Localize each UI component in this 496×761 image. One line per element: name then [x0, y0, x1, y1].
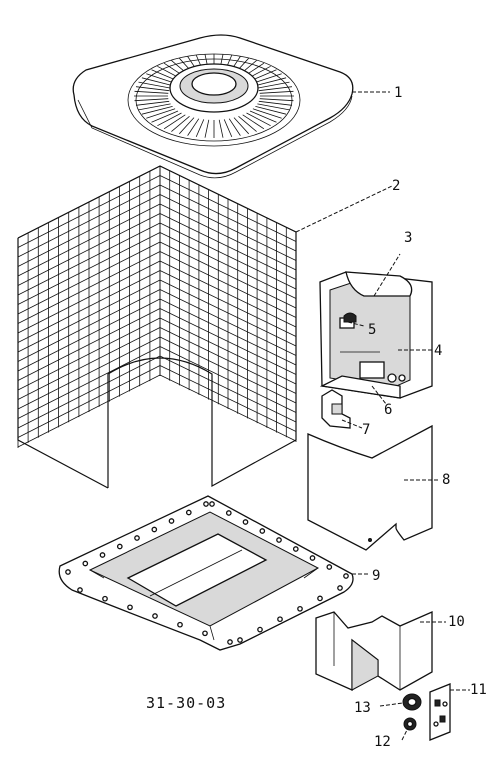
wire — [238, 115, 257, 132]
wire — [134, 90, 169, 94]
wire — [151, 110, 179, 123]
hole — [326, 564, 333, 570]
wire — [138, 103, 171, 111]
wire — [242, 114, 265, 130]
hole — [297, 605, 303, 612]
part-coil-guard — [17, 165, 297, 489]
callout-labels: 1 2 3 4 5 6 7 8 9 10 11 12 13 — [354, 85, 487, 750]
part-terminal-plate — [429, 683, 451, 741]
callout-7: 7 — [362, 422, 370, 438]
wire — [258, 86, 293, 92]
hole — [203, 501, 209, 507]
callout-9: 9 — [372, 568, 380, 584]
wire — [249, 110, 277, 123]
hole — [116, 543, 123, 550]
wire — [257, 81, 290, 89]
hole — [343, 573, 349, 579]
part-control-box — [319, 271, 433, 399]
hole — [99, 552, 106, 558]
hole — [259, 528, 266, 534]
part-top-cover — [72, 34, 354, 179]
callout-12: 12 — [374, 734, 391, 750]
hole — [277, 616, 283, 623]
callout-4: 4 — [434, 343, 442, 359]
wire — [228, 118, 241, 136]
hole — [82, 560, 89, 567]
callout-13: 13 — [354, 700, 371, 716]
wire — [187, 118, 200, 136]
wire — [259, 90, 294, 94]
callout-2: 2 — [392, 178, 400, 194]
hole — [317, 595, 323, 602]
hole — [202, 630, 208, 637]
hole — [185, 509, 192, 516]
wire — [218, 119, 224, 138]
callout-10: 10 — [448, 614, 465, 630]
wire — [257, 103, 290, 111]
hole — [309, 555, 316, 561]
wire — [258, 100, 293, 106]
part-grommet-13 — [402, 693, 422, 711]
hole — [77, 587, 83, 593]
part-corner-panel — [315, 611, 433, 692]
wire — [179, 117, 195, 135]
hole — [276, 537, 282, 543]
part-access-panel — [307, 424, 433, 551]
grille-horizontal-wires — [17, 165, 297, 448]
wire — [252, 73, 282, 84]
hole — [237, 637, 243, 643]
callout-11: 11 — [470, 682, 487, 698]
wire — [157, 112, 182, 127]
grille-vertical-wires — [17, 166, 297, 448]
part-bracket — [321, 389, 351, 429]
hole — [177, 621, 183, 628]
hole — [102, 595, 108, 602]
wire — [195, 119, 205, 138]
wire — [255, 77, 287, 86]
hole — [168, 518, 175, 524]
callout-leaders — [295, 91, 470, 741]
hole — [225, 510, 232, 516]
part-grommet-12 — [403, 717, 417, 731]
wire — [146, 108, 176, 119]
callout-1: 1 — [394, 85, 402, 101]
hole — [65, 569, 71, 575]
wire — [259, 98, 294, 102]
hole — [337, 585, 343, 591]
part-base-pan — [58, 495, 354, 651]
wire — [255, 106, 287, 115]
wire — [135, 86, 170, 92]
wire — [171, 115, 190, 132]
callout-3: 3 — [404, 230, 412, 246]
hole — [242, 519, 249, 525]
hole — [151, 526, 158, 533]
callout-5: 5 — [368, 322, 376, 338]
wire — [146, 73, 176, 84]
wire — [246, 112, 271, 127]
hole — [292, 546, 299, 552]
hole — [257, 626, 263, 633]
callout-8: 8 — [442, 472, 450, 488]
wire — [141, 77, 173, 86]
drawing-number: 31-30-03 — [146, 694, 226, 712]
hole — [209, 501, 215, 507]
wire — [233, 117, 249, 135]
hole — [127, 604, 133, 611]
wire — [135, 100, 170, 106]
wire — [163, 114, 186, 130]
hole — [152, 613, 158, 619]
wire — [252, 108, 282, 119]
wire — [138, 81, 171, 89]
callout-6: 6 — [384, 402, 392, 418]
wire — [141, 106, 173, 115]
hole — [227, 639, 233, 645]
wire — [134, 98, 169, 102]
hole — [134, 535, 140, 541]
base-pan-holes — [65, 501, 349, 645]
wire — [204, 119, 210, 138]
wire — [223, 119, 233, 138]
